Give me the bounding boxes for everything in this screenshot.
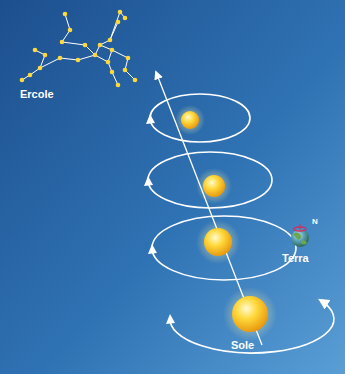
sun-label: Sole <box>231 339 254 351</box>
earth-label: Terra <box>282 252 309 264</box>
constellation-stars <box>20 10 138 88</box>
constellation-lines <box>22 12 135 85</box>
earth-symbol <box>291 224 309 247</box>
constellation-name: Ercole <box>20 88 54 100</box>
sun-positions <box>175 105 277 341</box>
helix-path <box>148 94 334 353</box>
helix-arrowheads <box>144 114 175 324</box>
north-mark: N <box>312 218 318 227</box>
